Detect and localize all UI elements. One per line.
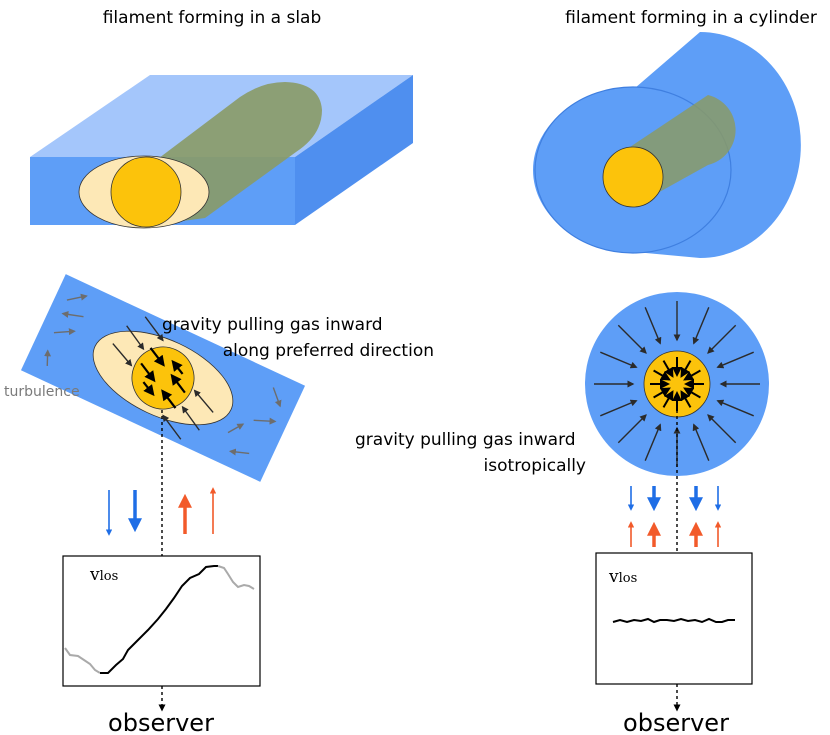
inflow-arrow [617,324,647,354]
cylinder-caption-line2: isotropically [484,456,586,476]
core-inflow-arrow [680,390,692,408]
slab-title: filament forming in a slab [103,8,322,28]
cylinder-core-arrows [650,357,704,411]
plot-label-main: v [608,567,619,587]
turbulence-arrow [66,293,88,301]
core-inflow-arrow [170,373,186,394]
core-inflow-arrow [683,387,701,399]
cylinder-filament-front [602,146,664,208]
slab-vlos-plot: vlos [62,555,261,687]
turbulence-arrow [61,310,84,318]
cylinder-plot-label: vlos [608,567,637,587]
inflow-arrow [707,414,737,444]
turbulence-arrow [53,328,76,336]
cylinder-observer-label: observer [623,709,729,735]
inflow-arrow [692,423,710,461]
plot-label-sub: los [100,569,119,584]
inflow-arrow [181,405,200,431]
turbulence-arrow [227,423,245,434]
slab-core-arrows [140,347,186,409]
inflow-arrow [617,414,647,444]
core-inflow-arrow [653,369,671,381]
slab-plot-frame [62,555,261,687]
slab-cross-section [20,274,306,482]
cylinder-vlos-plot: vlos [595,552,753,685]
core-inflow-arrow [653,387,671,399]
core-inflow-arrow [680,360,692,378]
slab-caption-line1: gravity pulling gas inward [162,315,383,335]
slab-right-face [295,75,413,225]
core-inflow-arrow [149,347,165,367]
inflow-arrow [644,307,662,345]
turbulence-label: turbulence [4,384,80,400]
slab-velocity-arrows [105,487,217,536]
inflow-arrow [716,351,754,369]
slab-3d-block [30,75,413,229]
plot-label-sub: los [619,571,638,586]
cylinder-velocity-arrows [627,486,722,547]
inflow-arrow [707,324,737,354]
inflow-arrow [126,325,145,351]
slab-plot-label: vlos [89,565,118,585]
inflow-arrow [644,423,662,461]
turbulence-arrow [228,448,250,456]
inflow-arrow [716,399,754,417]
cylinder-gravity-arrows [594,301,760,467]
core-inflow-arrow [662,390,674,408]
inflow-arrow [193,389,214,413]
inflow-arrow [144,316,164,342]
inflow-arrow [692,307,710,345]
cylinder-3d [533,32,801,258]
cylinder-cross-section [585,292,769,476]
turbulence-arrow [44,349,52,366]
core-inflow-arrow [142,381,155,397]
slab-caption-line2: along preferred direction [223,341,434,361]
inflow-arrow [600,399,638,417]
core-inflow-arrow [683,369,701,381]
inflow-arrow [162,414,182,440]
core-inflow-arrow [171,359,184,375]
plot-label-main: v [89,565,100,585]
turbulence-arrows [44,293,282,456]
core-inflow-arrow [140,362,156,383]
cylinder-title: filament forming in a cylinder [565,8,817,28]
inflow-arrow [600,351,638,369]
slab-vlos-profile [100,565,218,674]
slab-vlos-wing-left [64,647,101,674]
cylinder-vlos-profile [612,617,735,624]
slab-filament-front [110,156,182,228]
turbulence-arrow [272,387,282,408]
slab-observer-label: observer [108,709,214,735]
slab-vlos-wing-right [217,565,255,590]
core-inflow-arrow [662,360,674,378]
core-inflow-arrow [161,389,177,409]
cylinder-plot-frame [595,552,753,685]
slab-gravity-arrows [112,316,214,440]
turbulence-arrow [253,417,277,425]
cylinder-caption-line1: gravity pulling gas inward [355,430,576,450]
inflow-arrow [112,343,133,367]
